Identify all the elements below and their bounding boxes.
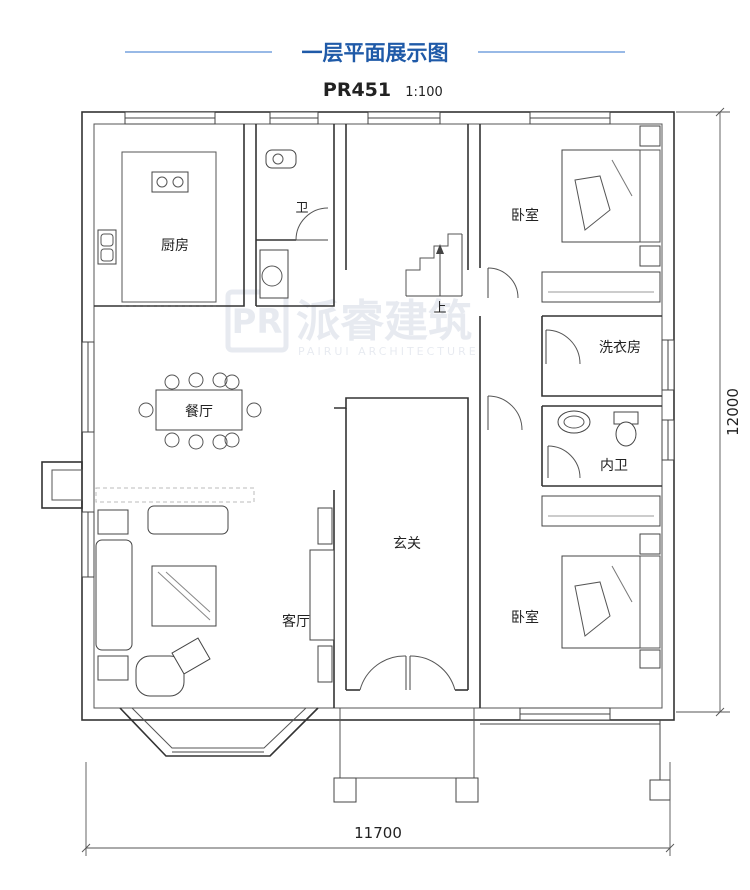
- porch-column: [333, 777, 357, 803]
- room-label-wc: 卫: [295, 201, 308, 216]
- inner-wc: 内卫: [547, 410, 639, 479]
- wardrobe-icon: [541, 495, 661, 527]
- dim-width-label: 11700: [354, 824, 402, 842]
- room-label-laundry: 洗衣房: [599, 340, 641, 356]
- sink-icon: [557, 410, 591, 434]
- porch: [339, 708, 475, 779]
- laundry: 洗衣房: [545, 329, 641, 365]
- sofa-icon: [95, 539, 133, 651]
- room-label-foyer: 玄关: [393, 535, 421, 552]
- living: 客厅: [95, 487, 335, 697]
- entrance-door-right: [409, 655, 456, 691]
- nightstand: [639, 245, 661, 267]
- nightstand: [639, 533, 661, 555]
- dim-height-label: 12000: [724, 388, 742, 436]
- door-laundry: [545, 329, 581, 365]
- watermark: PR 派睿建筑 PAIRUI ARCHITECTURE: [225, 289, 479, 358]
- bedroom-top: 卧室: [487, 125, 661, 303]
- wc-top: 卫: [259, 149, 329, 299]
- watermark-brand-en: PAIRUI ARCHITECTURE: [298, 345, 479, 358]
- west-bay: [41, 461, 83, 509]
- door-inner-wc: [547, 445, 581, 479]
- hall-doors: [487, 395, 523, 431]
- nightstand: [639, 125, 661, 147]
- plan-code: PR451: [323, 79, 391, 101]
- bedroom-bottom: 卧室: [511, 495, 661, 669]
- windows: [81, 111, 675, 721]
- wardrobe-icon: [541, 271, 661, 303]
- room-label-kitchen: 厨房: [161, 238, 189, 254]
- bed-icon: [561, 149, 661, 243]
- room-label-bedroom-bottom: 卧室: [511, 609, 539, 626]
- nightstand: [639, 649, 661, 669]
- dimensions: 11700 12000: [81, 107, 742, 856]
- bed-icon: [561, 555, 661, 649]
- stair-up-label: 上: [433, 301, 446, 316]
- plan-header: 一层平面展示图 PR451 1:100: [125, 41, 625, 101]
- watermark-logo: [225, 289, 289, 353]
- side-table: [97, 509, 129, 535]
- sink-icon: [97, 229, 117, 265]
- kitchen: 厨房: [97, 151, 217, 307]
- dining-table-icon: [155, 389, 243, 431]
- bay-window: [119, 707, 319, 757]
- stairs: 上: [405, 233, 463, 316]
- room-label-inner-wc: 内卫: [600, 458, 628, 474]
- porch-column: [455, 777, 479, 803]
- door-hall: [487, 395, 523, 431]
- dining: 餐厅: [138, 372, 262, 450]
- partition-screen: [95, 487, 255, 503]
- plan-title: 一层平面展示图: [302, 41, 449, 65]
- watermark-brand: 派睿建筑: [296, 296, 472, 347]
- terrace-column: [649, 779, 671, 801]
- door-wc: [295, 207, 329, 241]
- speaker: [317, 645, 333, 683]
- armchair-icon: [135, 655, 185, 697]
- shower-tray: [259, 249, 289, 299]
- entrance-door-left: [359, 655, 407, 691]
- kitchen-counter: [121, 151, 217, 303]
- interior-walls: [94, 124, 662, 708]
- watermark-logo-mark: PR: [231, 302, 282, 342]
- tv-icon: [309, 549, 335, 641]
- toilet-icon: [265, 149, 297, 169]
- room-label-living: 客厅: [282, 613, 310, 630]
- sofa-icon: [147, 505, 229, 535]
- foyer: 玄关: [333, 535, 671, 803]
- side-table: [97, 655, 129, 681]
- plan-scale: 1:100: [405, 85, 442, 100]
- speaker: [317, 507, 333, 545]
- door-bedroom-top: [487, 267, 519, 299]
- room-label-bedroom-top: 卧室: [511, 207, 539, 224]
- room-label-dining: 餐厅: [185, 404, 213, 420]
